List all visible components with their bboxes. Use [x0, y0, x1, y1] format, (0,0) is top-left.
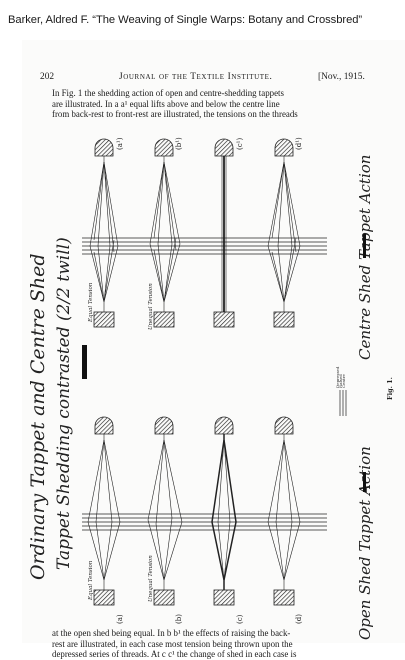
open-shed-label: Open Shed Tappet Action	[356, 446, 374, 640]
panel-c1	[221, 156, 227, 312]
panel-d-bottom-block	[273, 589, 295, 606]
figure-title-line-1: Ordinary Tappet and Centre Shed	[27, 253, 49, 580]
key-centre: Centre	[341, 373, 346, 388]
outro-line-1: at the open shed being equal. In b b¹ th…	[52, 628, 291, 638]
top-equal-tension: Equal Tension	[88, 282, 94, 323]
panel-d1	[267, 156, 301, 312]
label-c1: (c¹)	[236, 138, 244, 150]
intro-line-3: from back-rest to front-rest are illustr…	[52, 109, 298, 120]
panel-b-bottom-block	[153, 589, 175, 606]
panel-a	[87, 434, 121, 590]
label-c: (c)	[236, 614, 244, 624]
page-number: 202	[40, 72, 55, 82]
figure-number-label: Fig. 1.	[386, 377, 394, 400]
panel-d-top-block	[274, 416, 294, 435]
issue-date: [Nov., 1915.	[318, 72, 365, 82]
label-d: (d)	[295, 614, 303, 624]
panel-c	[211, 434, 237, 590]
title-rule	[82, 345, 87, 379]
label-d1: (d¹)	[295, 137, 303, 150]
label-b: (b)	[175, 614, 183, 624]
panel-c-bottom-block	[213, 589, 235, 606]
panel-a1-top-block	[94, 138, 114, 157]
figure-title-line-2: Tappet Shedding contrasted (2/2 twill)	[54, 237, 74, 570]
panel-b	[147, 434, 183, 590]
intro-line-2: are illustrated. In a a¹ equal lifts abo…	[52, 98, 280, 109]
panel-b1-bottom-block	[153, 311, 175, 328]
bottom-warp-lines	[82, 513, 327, 531]
centre-label-rule	[363, 234, 366, 258]
top-unequal-tension: Unequal Tension	[148, 283, 154, 330]
panel-c1-bottom-block	[213, 311, 235, 328]
panel-a1	[89, 156, 119, 312]
figure-key: Depressed Raised Centre	[335, 366, 347, 416]
key-depressed: Depressed	[335, 366, 340, 388]
image-caption: Barker, Aldred F. “The Weaving of Single…	[8, 14, 363, 26]
intro-line-1: In Fig. 1 the shedding action of open an…	[52, 88, 284, 98]
panel-a-top-block	[94, 416, 114, 435]
panel-c1-top-block	[214, 138, 234, 157]
top-warp-lines	[82, 237, 327, 255]
panel-a1-bottom-block	[93, 311, 115, 328]
key-raised: Raised	[338, 374, 343, 388]
shedding-figure: Ordinary Tappet and Centre Shed Tappet S…	[27, 137, 394, 640]
bottom-unequal-tension: Unequal Tension	[148, 555, 154, 602]
panel-a-bottom-block	[93, 589, 115, 606]
panel-d1-bottom-block	[273, 311, 295, 328]
open-label-rule	[363, 472, 366, 492]
panel-d	[267, 434, 301, 590]
bottom-equal-tension: Equal Tension	[88, 560, 94, 601]
label-a1: (a¹)	[116, 137, 124, 150]
intro-paragraph: In Fig. 1 the shedding action of open an…	[52, 88, 370, 120]
journal-title: Journal of the Textile Institute.	[119, 72, 273, 82]
panel-b1-top-block	[154, 138, 174, 157]
label-a: (a)	[116, 614, 124, 624]
journal-page: 202 Journal of the Textile Institute. [N…	[22, 40, 405, 659]
outro-line-3: depressed series of threads. At c c¹ the…	[52, 649, 297, 660]
panel-b1	[149, 156, 181, 312]
outro-line-2: rest are illustrated, in each case most …	[52, 638, 293, 649]
panel-c-top-block	[214, 416, 234, 435]
outro-paragraph: at the open shed being equal. In b b¹ th…	[52, 628, 370, 660]
label-b1: (b¹)	[175, 137, 183, 150]
panel-d1-top-block	[274, 138, 294, 157]
panel-b-top-block	[154, 416, 174, 435]
